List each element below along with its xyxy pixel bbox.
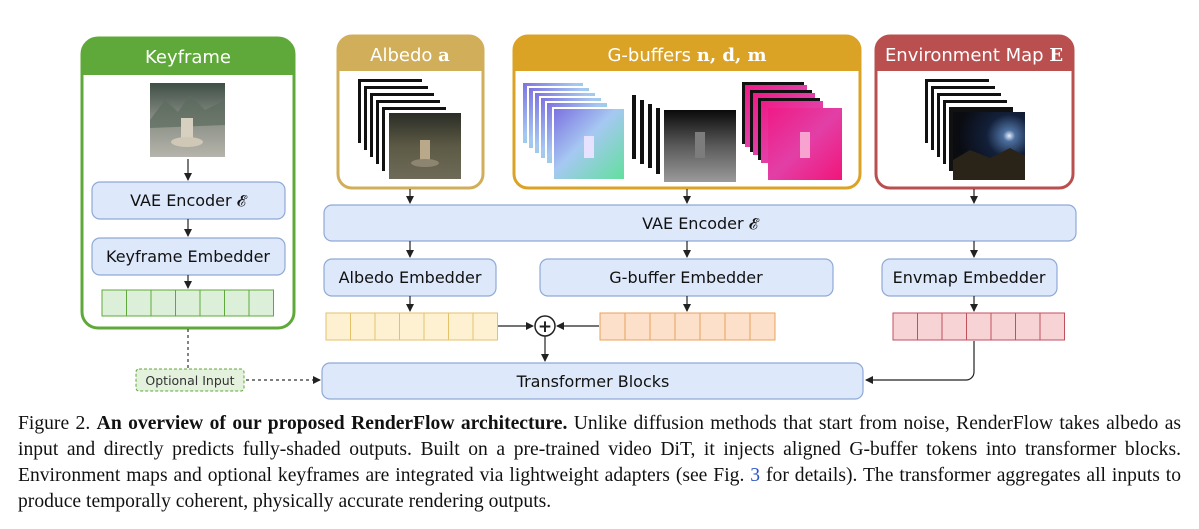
envmap-symbol: E — [1049, 45, 1063, 66]
albedo-title: Albedo — [370, 45, 432, 66]
albedo-image-stack — [358, 79, 461, 179]
plus-sign: + — [538, 317, 552, 337]
gbuffers-symbol: n, d, m — [697, 45, 767, 66]
caption-label: Figure 2. — [18, 413, 91, 434]
caption-text-2: for details). The transformer aggregates… — [18, 465, 1181, 512]
figure-reference-link[interactable]: 3 — [750, 465, 761, 486]
sum-node: + — [498, 315, 599, 362]
keyframe-vae-encoder: VAE Encoder 𝓔 — [130, 191, 248, 210]
svg-text:G-buffers n, d, m: G-buffers n, d, m — [607, 45, 766, 66]
caption-text-1: Unlike diffusion methods that start from… — [18, 413, 1182, 486]
main-vae-encoder: VAE Encoder 𝓔 — [642, 214, 760, 233]
albedo-embedder: Albedo Embedder — [339, 268, 482, 287]
transformer-blocks: Transformer Blocks — [516, 372, 670, 391]
keyframe-title: Keyframe — [145, 47, 231, 68]
gbuffer-tokens — [599, 312, 776, 341]
envmap-embedder: Envmap Embedder — [893, 268, 1046, 287]
keyframe-tokens — [101, 289, 274, 317]
gbuffers-title: G-buffers — [607, 45, 691, 66]
keyframe-image — [150, 83, 225, 157]
caption-title: An overview of our proposed RenderFlow a… — [96, 413, 568, 434]
figure-caption: Figure 2. An overview of our proposed Re… — [18, 411, 1181, 515]
depth-image-stack — [632, 95, 736, 182]
svg-text:Albedo a: Albedo a — [370, 45, 450, 66]
keyframe-panel: Keyframe VAE Encoder 𝓔 Keyframe Embedder — [80, 36, 296, 330]
gbuffers-panel: G-buffers n, d, m — [512, 34, 862, 190]
envmap-title: Environment Map — [885, 45, 1044, 66]
material-image-stack — [742, 82, 842, 180]
albedo-tokens — [325, 312, 498, 341]
envmap-panel: Environment Map E — [874, 34, 1075, 190]
architecture-diagram: Keyframe VAE Encoder 𝓔 Keyframe Embedder… — [80, 34, 1077, 400]
svg-text:Environment Map E: Environment Map E — [885, 45, 1063, 66]
keyframe-embedder: Keyframe Embedder — [106, 247, 270, 266]
albedo-symbol: a — [438, 45, 450, 66]
gbuffer-embedder: G-buffer Embedder — [609, 268, 763, 287]
envmap-tokens — [892, 312, 1065, 341]
albedo-panel: Albedo a — [336, 34, 485, 190]
optional-input-label: Optional Input — [145, 373, 234, 388]
normal-image-stack — [521, 81, 626, 181]
envmap-image-stack — [925, 79, 1025, 180]
